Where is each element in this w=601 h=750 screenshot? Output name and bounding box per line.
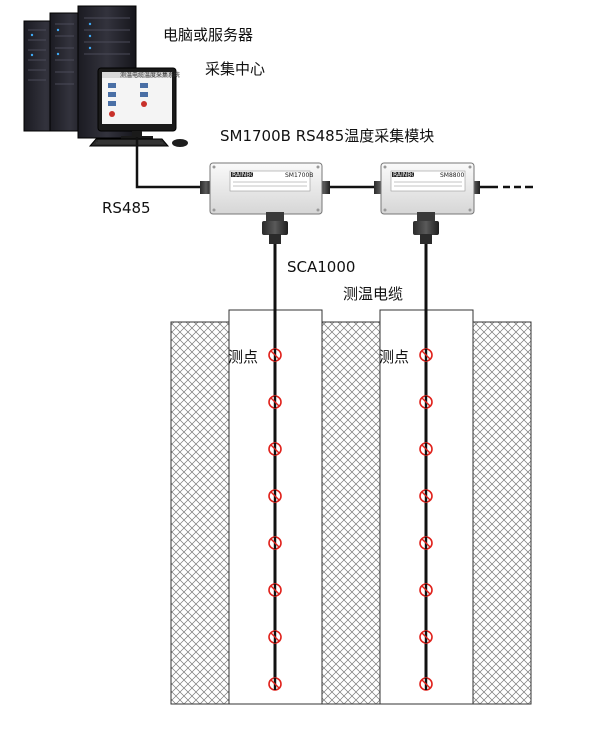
rs485-bus-line (135, 137, 498, 189)
measurement-point-label-left: 测点 (228, 348, 259, 366)
measurement-point-marker (268, 442, 282, 456)
mouse-icon (172, 139, 188, 147)
keyboard-icon (88, 138, 170, 147)
rs485-label: RS485 (102, 199, 151, 217)
wall-right (472, 321, 532, 705)
module2-model: SM8800 (440, 172, 464, 179)
measurement-point-marker (268, 489, 282, 503)
cable-gland-1 (262, 212, 288, 244)
wall-middle (321, 321, 381, 705)
measurement-point-marker (419, 583, 433, 597)
collection-center-title-line1: 电脑或服务器 (163, 26, 254, 44)
measurement-points (268, 348, 433, 691)
measurement-point-marker (268, 677, 282, 691)
measurement-point-marker (419, 677, 433, 691)
computer-monitor-icon: 测温电缆温度采集系统 (97, 67, 180, 140)
module1-brand: RAINBOW (232, 172, 261, 179)
measurement-point-marker (268, 395, 282, 409)
measurement-point-marker (419, 536, 433, 550)
cable-model-label: SCA1000 (287, 258, 356, 276)
module-box-1: RAINBOW SM1700B (200, 162, 330, 215)
ground-walls (170, 309, 532, 705)
measurement-point-marker (419, 489, 433, 503)
measurement-point-marker (419, 630, 433, 644)
cable-gland-2 (413, 212, 439, 244)
measurement-point-marker (419, 442, 433, 456)
measurement-point-label-right: 测点 (379, 348, 410, 366)
module2-brand: RAINBOW (393, 172, 422, 179)
measurement-point-marker (268, 536, 282, 550)
collection-center-title-line2: 采集中心 (205, 60, 266, 78)
cable-name-label: 测温电缆 (343, 285, 404, 303)
measurement-point-marker (419, 348, 433, 362)
module-label: SM1700B RS485温度采集模块 (220, 127, 435, 145)
wall-left (170, 321, 230, 705)
module1-model: SM1700B (285, 172, 313, 179)
monitor-screen-title: 测温电缆温度采集系统 (120, 71, 180, 79)
measurement-point-marker (419, 395, 433, 409)
measurement-point-marker (268, 630, 282, 644)
module-box-2: RAINBOW SM8800 (374, 162, 480, 215)
measurement-point-marker (268, 348, 282, 362)
measurement-point-marker (268, 583, 282, 597)
